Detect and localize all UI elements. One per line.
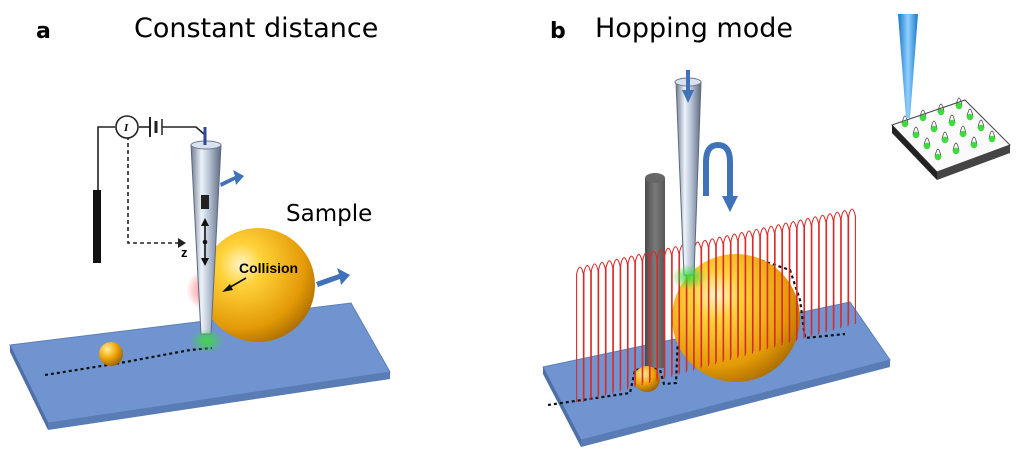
inset-hop-loop xyxy=(941,131,949,141)
inset-sample-dot xyxy=(941,136,949,144)
u-turn-arrow-icon xyxy=(703,142,738,212)
hop-loop xyxy=(605,260,614,394)
panel-b-letter: b xyxy=(550,19,566,44)
hop-loop xyxy=(811,216,820,335)
hop-loop xyxy=(774,224,783,346)
panel-a-title: Constant distance xyxy=(134,13,378,44)
hop-loop xyxy=(767,225,776,348)
inset-array xyxy=(891,14,1011,180)
inset-sample-array xyxy=(901,97,996,161)
hop-loop xyxy=(730,233,739,358)
hop-loop xyxy=(590,263,599,398)
hop-loop xyxy=(789,220,798,341)
inset-sample-dot xyxy=(937,108,945,116)
sample-label: Sample xyxy=(286,201,372,227)
hop-loop xyxy=(723,235,731,360)
inset-hop-loop xyxy=(988,130,996,140)
hop-loop xyxy=(825,213,834,331)
hop-loop xyxy=(576,266,584,402)
inset-hop-loop xyxy=(923,137,931,147)
inset-hop-loop xyxy=(952,142,960,152)
inset-hop-loop xyxy=(970,136,978,146)
hop-loop xyxy=(634,253,643,386)
inset-sample-dot xyxy=(977,124,985,132)
collision-label: Collision xyxy=(239,260,298,276)
z-label: z xyxy=(181,245,188,260)
contact-glow-a xyxy=(190,329,224,353)
small-particle-b xyxy=(634,366,660,392)
hop-loop xyxy=(671,246,680,375)
panel-b-title: Hopping mode xyxy=(595,13,793,44)
hop-loop xyxy=(656,249,665,379)
hop-loop xyxy=(781,222,790,343)
hop-loop xyxy=(664,247,673,377)
inset-hop-loop xyxy=(919,109,927,119)
inset-sample-dot xyxy=(970,141,978,149)
hop-loop xyxy=(627,255,636,388)
inset-sample-dot xyxy=(930,125,938,133)
hop-loop xyxy=(642,252,651,384)
hop-loop xyxy=(818,214,827,333)
sample-sphere-a xyxy=(201,228,315,342)
ammeter-icon: I xyxy=(115,115,139,139)
panel-a-letter: a xyxy=(36,19,51,44)
inset-sample-dot xyxy=(988,135,996,143)
dashed-arrow-head xyxy=(178,238,186,248)
hop-loop xyxy=(583,264,592,400)
hop-loop xyxy=(840,210,849,327)
hop-loop xyxy=(708,238,717,365)
arrow-icon xyxy=(220,170,244,187)
hop-loop xyxy=(620,257,629,390)
small-particle-a xyxy=(99,342,123,366)
panel-b: b Hopping mode xyxy=(542,13,1011,447)
hop-loop xyxy=(649,250,658,381)
inset-hop-loop xyxy=(948,114,956,124)
inset-sample-dot xyxy=(955,102,963,110)
hop-loop xyxy=(598,261,607,396)
hop-loop xyxy=(745,230,754,354)
inset-sample-dot xyxy=(923,142,931,150)
arrow-icon xyxy=(316,268,350,287)
contact-glow-b xyxy=(671,264,707,290)
inset-sample-dot xyxy=(912,131,920,139)
panel-a: a Constant distance I xyxy=(9,13,391,430)
hop-loop xyxy=(752,228,761,352)
battery-icon xyxy=(149,117,163,137)
hop-loop xyxy=(701,239,709,367)
inset-hop-loop xyxy=(934,148,942,158)
hop-loop xyxy=(833,211,842,329)
inset-sample-dot xyxy=(959,130,967,138)
inset-hop-loop xyxy=(912,126,920,136)
inset-sample-dot xyxy=(952,147,960,155)
inset-hop-loop xyxy=(937,103,945,113)
collision-pointer-head xyxy=(222,284,233,292)
inset-sample-dot xyxy=(934,153,942,161)
inset-hop-loop xyxy=(977,119,985,129)
hop-loop xyxy=(612,258,621,392)
inset-hop-loop xyxy=(955,97,963,107)
inset-sample-dot xyxy=(919,114,927,122)
hop-loop xyxy=(737,231,746,356)
probe-b xyxy=(674,77,702,276)
current-symbol: I xyxy=(123,122,129,134)
probe-shadow xyxy=(645,173,665,368)
hop-loop xyxy=(759,227,768,350)
hop-loop xyxy=(848,208,856,324)
inset-probe xyxy=(898,14,918,118)
hop-loop xyxy=(715,236,724,362)
inset-sample-dot xyxy=(966,113,974,121)
arrow-icon xyxy=(682,70,694,103)
inset-sample-dot xyxy=(948,119,956,127)
hop-loop xyxy=(796,219,805,339)
inset-hop-loop xyxy=(959,125,967,135)
reference-electrode xyxy=(93,190,101,263)
hopping-trace xyxy=(576,208,856,402)
circuit xyxy=(97,126,205,244)
inset-hop-loop xyxy=(966,108,974,118)
inset-sample-dot xyxy=(901,120,909,128)
hop-loop xyxy=(803,217,812,337)
inset-hop-loop xyxy=(930,120,938,130)
inset-hop-loop xyxy=(901,115,909,125)
